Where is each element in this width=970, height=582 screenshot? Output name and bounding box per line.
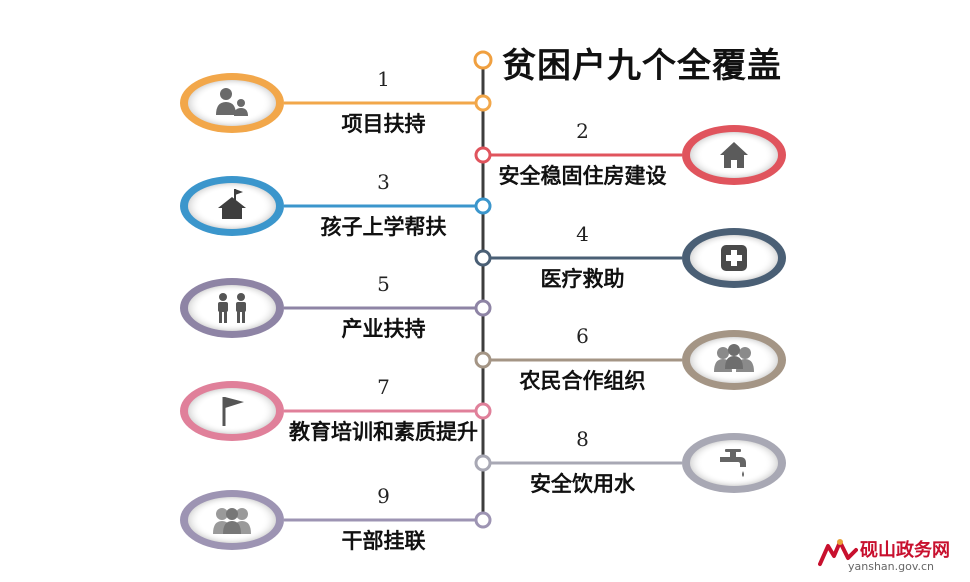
two-people-icon	[218, 293, 246, 323]
group-icon	[714, 344, 754, 372]
watermark-name: 砚山政务网	[860, 540, 950, 561]
item-number: 1	[377, 67, 390, 91]
item-pill-shade	[690, 440, 778, 486]
items-layer	[180, 50, 786, 550]
item-label: 产业扶持	[341, 317, 426, 341]
watermark-url: yanshan.gov.cn	[848, 560, 935, 573]
item-label: 农民合作组织	[519, 369, 646, 393]
item-pill-shade	[188, 388, 276, 434]
page-title: 贫困户九个全覆盖	[502, 46, 782, 86]
team-icon	[213, 508, 251, 534]
item-label: 安全稳固住房建设	[498, 164, 667, 188]
medical-cross-icon	[721, 245, 747, 271]
item-number: 8	[576, 427, 589, 451]
timeline-node	[474, 351, 492, 369]
item-label: 项目扶持	[341, 112, 426, 136]
house-icon	[720, 142, 748, 168]
item-label: 干部挂联	[341, 529, 426, 553]
item-number: 5	[377, 272, 390, 296]
timeline-node	[474, 197, 492, 215]
item-number: 6	[576, 324, 589, 348]
family-icon	[216, 88, 248, 116]
item-pill-shade	[188, 80, 276, 126]
logo-icon	[818, 539, 858, 566]
item-pill-shade	[188, 285, 276, 331]
item-number: 3	[377, 170, 390, 194]
item-number: 7	[377, 375, 390, 399]
timeline-node	[474, 94, 492, 112]
timeline-node	[474, 454, 492, 472]
title-node	[473, 50, 493, 70]
school-icon	[218, 189, 246, 219]
item-number: 2	[576, 119, 589, 143]
faucet-icon	[720, 449, 746, 477]
timeline-node	[474, 511, 492, 529]
item-label: 教育培训和素质提升	[289, 420, 478, 444]
item-number: 4	[576, 222, 589, 246]
timeline-node	[474, 249, 492, 267]
flag-icon	[222, 397, 244, 426]
item-label: 安全饮用水	[530, 472, 635, 496]
timeline-node	[474, 146, 492, 164]
timeline-node	[474, 299, 492, 317]
item-label: 医疗救助	[540, 267, 625, 291]
timeline-node	[474, 402, 492, 420]
item-label: 孩子上学帮扶	[320, 215, 447, 239]
item-number: 9	[377, 484, 390, 508]
